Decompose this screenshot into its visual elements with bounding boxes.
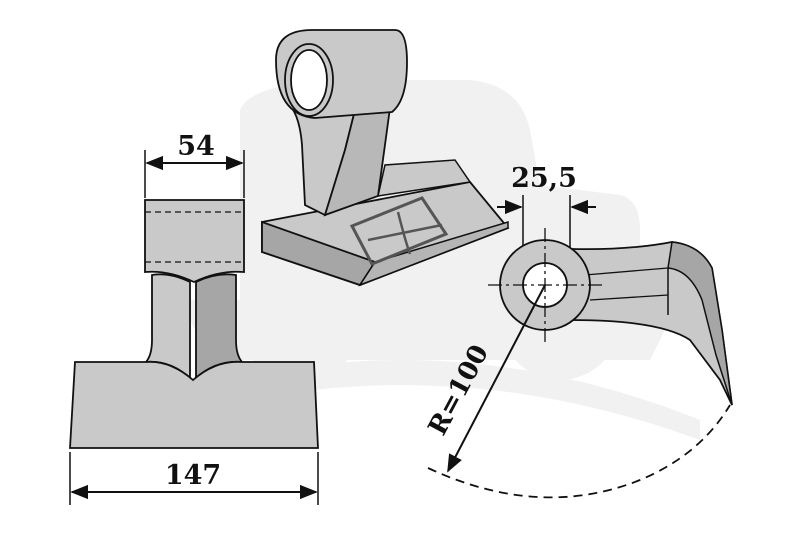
radius-arc bbox=[427, 404, 731, 499]
front-view: 54 147 bbox=[69, 131, 319, 505]
blade-base bbox=[69, 360, 319, 449]
dimension-25-5: 25,5 bbox=[511, 163, 577, 194]
radius-line bbox=[447, 284, 546, 473]
dimension-54: 54 bbox=[177, 131, 215, 162]
side-view: 25,5 R=100 bbox=[423, 163, 733, 499]
dimension-147: 147 bbox=[165, 460, 221, 491]
isometric-view bbox=[261, 29, 510, 287]
